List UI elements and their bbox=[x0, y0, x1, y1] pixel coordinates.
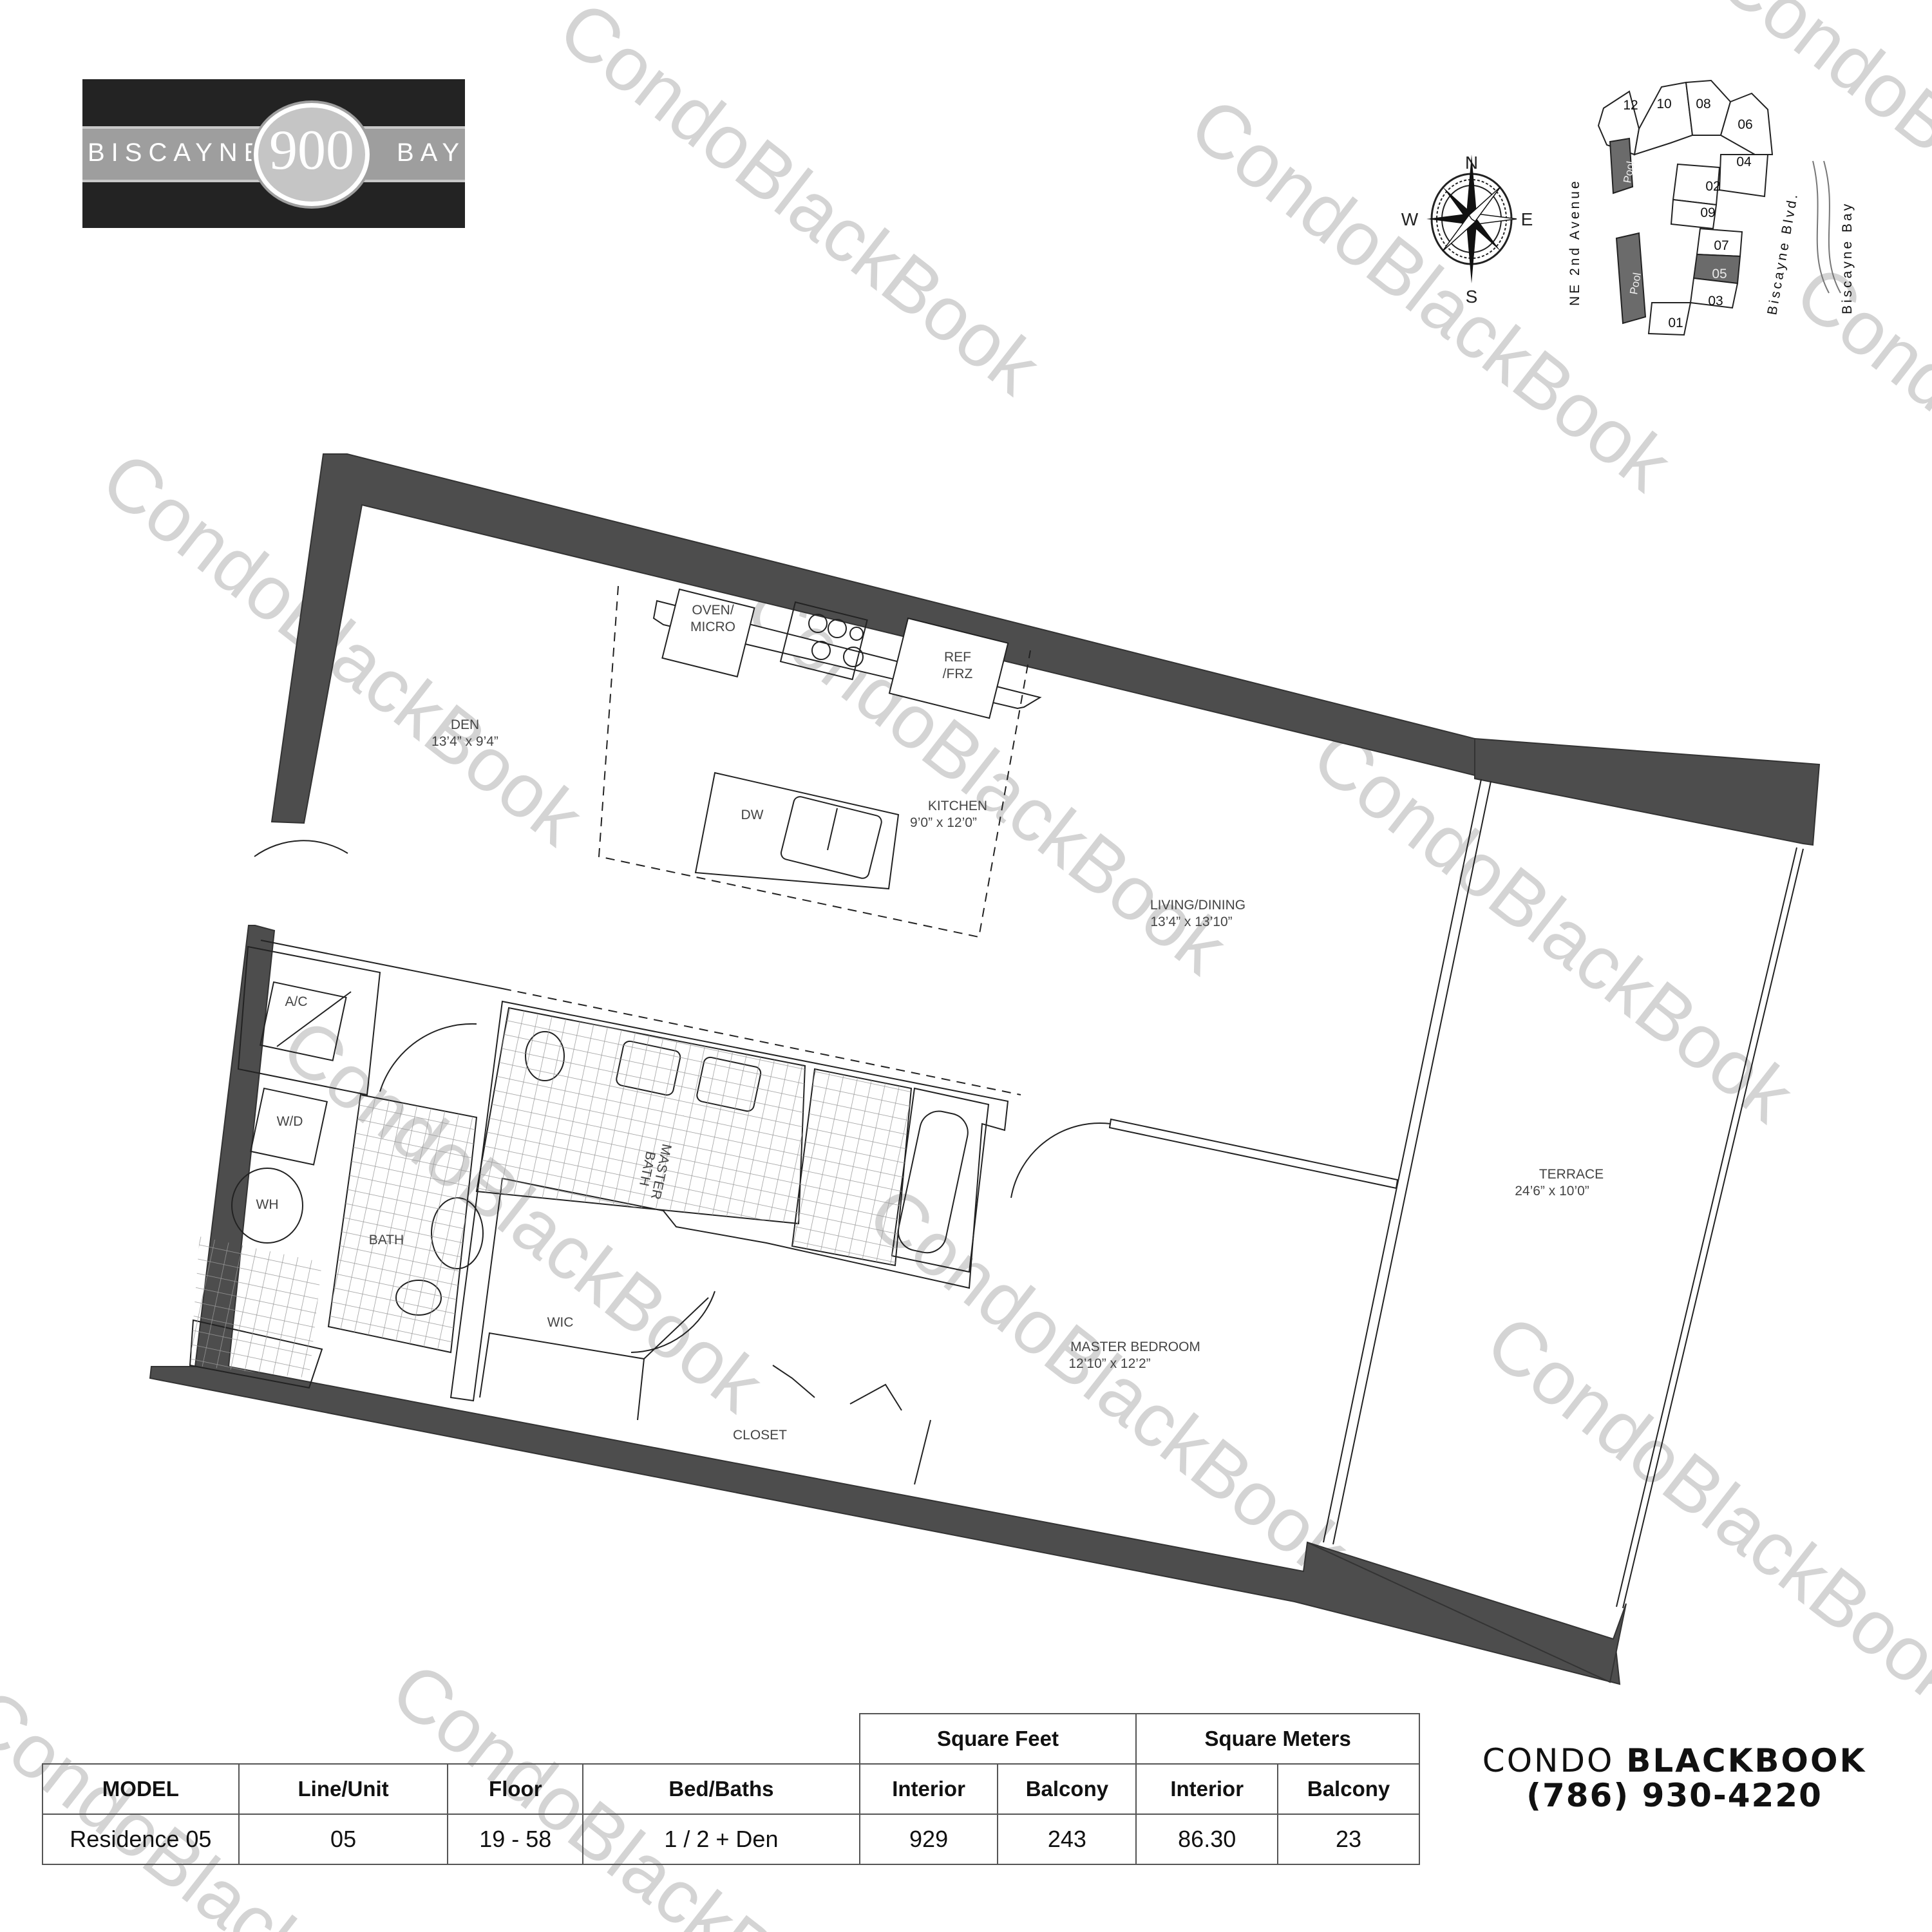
master-bedroom-size: 12’10” x 12’2” bbox=[1068, 1356, 1150, 1371]
unit-06 bbox=[1719, 92, 1774, 155]
bath-label: BATH bbox=[369, 1233, 404, 1247]
col-floor: Floor bbox=[447, 1763, 584, 1815]
living-dining-size: 13’4” x 13’10” bbox=[1150, 914, 1232, 929]
col-model: MODEL bbox=[42, 1763, 240, 1815]
ref-label-1: REF bbox=[944, 650, 971, 665]
kitchen-label: KITCHEN bbox=[928, 799, 987, 813]
compass-south: S bbox=[1466, 287, 1478, 307]
brand-name: CONDO BLACKBOOK bbox=[1455, 1742, 1893, 1779]
unit-label: 04 bbox=[1736, 155, 1752, 169]
interior-lines bbox=[189, 585, 1804, 1609]
oven-label-2: MICRO bbox=[690, 620, 735, 634]
col-line-unit: Line/Unit bbox=[238, 1763, 449, 1815]
unit-04 bbox=[1718, 154, 1769, 198]
pool-south bbox=[1615, 232, 1647, 325]
pool-north bbox=[1609, 137, 1634, 194]
cell-bed-baths: 1 / 2 + Den bbox=[582, 1814, 860, 1865]
wic-label: WIC bbox=[547, 1315, 574, 1330]
closet-label: CLOSET bbox=[733, 1428, 787, 1443]
living-dining-label: LIVING/DINING bbox=[1150, 898, 1245, 913]
room-labels: DEN 13’4” x 9’4” KITCHEN 9’0” x 12’0” LI… bbox=[256, 603, 1604, 1443]
cell-sqm-balcony: 23 bbox=[1277, 1814, 1420, 1865]
cell-floor: 19 - 58 bbox=[447, 1814, 584, 1865]
unit-09 bbox=[1670, 198, 1718, 230]
cell-line-unit: 05 bbox=[238, 1814, 449, 1865]
unit-01 bbox=[1647, 302, 1692, 336]
logo-right-text: BAY bbox=[397, 138, 465, 167]
logo-number: 900 bbox=[269, 119, 354, 182]
specs-table: Square Feet Square Meters MODEL Line/Uni… bbox=[42, 1713, 1420, 1865]
cell-model: Residence 05 bbox=[42, 1814, 240, 1865]
compass-west: W bbox=[1401, 209, 1419, 229]
ac-label: A/C bbox=[285, 994, 307, 1009]
unit-label: 12 bbox=[1623, 98, 1638, 113]
brand-name-bold: BLACKBOOK bbox=[1626, 1742, 1867, 1779]
den-size: 13’4” x 9’4” bbox=[431, 734, 498, 749]
col-sqm-balcony: Balcony bbox=[1277, 1763, 1420, 1815]
compass-rose-icon: N S E W bbox=[1401, 153, 1533, 307]
col-sqm-interior: Interior bbox=[1135, 1763, 1279, 1815]
brand-block: CONDO BLACKBOOK (786) 930-4220 bbox=[1455, 1742, 1893, 1814]
brand-name-light: CONDO bbox=[1482, 1742, 1615, 1779]
unit-label: 02 bbox=[1705, 179, 1720, 194]
brand-phone[interactable]: (786) 930-4220 bbox=[1526, 1777, 1823, 1814]
unit-label: 08 bbox=[1696, 97, 1710, 111]
oven-label-1: OVEN/ bbox=[692, 603, 734, 618]
cell-sqft-balcony: 243 bbox=[997, 1814, 1137, 1865]
table-row: Residence 05 05 19 - 58 1 / 2 + Den 929 … bbox=[42, 1814, 1420, 1865]
unit-label: 10 bbox=[1656, 97, 1671, 111]
sqm-group-header: Square Meters bbox=[1135, 1713, 1420, 1765]
group-header-row: Square Feet Square Meters bbox=[43, 1713, 1420, 1765]
terrace-label: TERRACE bbox=[1539, 1167, 1604, 1182]
unit-03 bbox=[1689, 277, 1739, 309]
compass-east: E bbox=[1521, 209, 1533, 229]
logo-oval bbox=[254, 103, 370, 206]
water-heater-label: WH bbox=[256, 1197, 279, 1212]
col-sqft-interior: Interior bbox=[858, 1763, 999, 1815]
unit-label-highlighted: 05 bbox=[1712, 267, 1727, 281]
tile-floors bbox=[190, 1008, 911, 1378]
col-sqft-balcony: Balcony bbox=[997, 1763, 1137, 1815]
compass-north: N bbox=[1465, 153, 1478, 173]
watermark: CondoBlackBook bbox=[544, 0, 1056, 411]
cell-sqm-interior: 86.30 bbox=[1135, 1814, 1279, 1865]
sqft-group-header: Square Feet bbox=[858, 1713, 1137, 1765]
washer-dryer-label: W/D bbox=[277, 1114, 303, 1129]
watermark: CondoBlackBook bbox=[1780, 249, 1932, 675]
ref-label-2: /FRZ bbox=[943, 667, 973, 681]
unit-label: 07 bbox=[1714, 238, 1728, 253]
col-bed-baths: Bed/Baths bbox=[582, 1763, 860, 1815]
unit-label: 09 bbox=[1700, 205, 1715, 220]
den-label: DEN bbox=[451, 717, 479, 732]
building-logo: BISCAYNE 900 BAY bbox=[82, 79, 465, 228]
unit-label: 03 bbox=[1708, 294, 1723, 308]
logo-left-text: BISCAYNE bbox=[88, 138, 268, 167]
biscayne-bay-label: Biscayne Bay bbox=[1840, 202, 1855, 314]
watermark: CondoBlackBook bbox=[853, 1170, 1365, 1596]
unit-10 bbox=[1633, 81, 1694, 156]
cell-sqft-interior: 929 bbox=[858, 1814, 999, 1865]
terrace-size: 24’6” x 10’0” bbox=[1515, 1184, 1589, 1198]
dishwasher-label: DW bbox=[741, 808, 764, 822]
column-header-row: MODEL Line/Unit Floor Bed/Baths Interior… bbox=[42, 1763, 1420, 1815]
master-bedroom-label: MASTER BEDROOM bbox=[1070, 1340, 1200, 1354]
street-ne-2nd-avenue: NE 2nd Avenue bbox=[1567, 178, 1582, 306]
unit-label: 01 bbox=[1668, 316, 1683, 330]
unit-label: 06 bbox=[1738, 117, 1752, 132]
kitchen-size: 9’0” x 12’0” bbox=[910, 815, 977, 830]
